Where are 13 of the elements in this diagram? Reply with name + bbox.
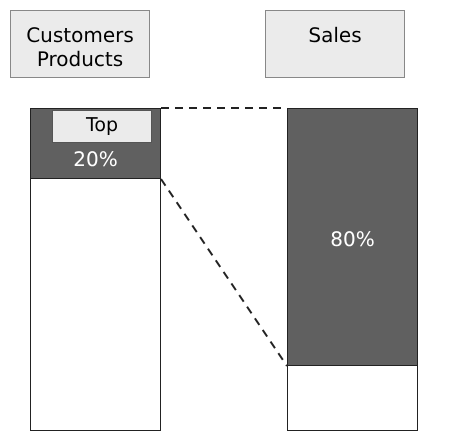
label-text: Sales: [307, 23, 363, 47]
label-text: Top: [84, 114, 120, 137]
bar-segment: [30, 178, 161, 431]
bar-segment: [287, 108, 418, 366]
label-text: 20%: [72, 147, 119, 171]
bar-segment: [287, 365, 418, 431]
label-box: [52, 110, 152, 143]
dashed-connector: [160, 178, 288, 367]
bar-segment: [30, 108, 161, 179]
header-box: [10, 10, 150, 78]
label-text: 80%: [329, 227, 376, 251]
label-text: Customers Products: [25, 23, 135, 71]
header-box: [265, 10, 405, 78]
